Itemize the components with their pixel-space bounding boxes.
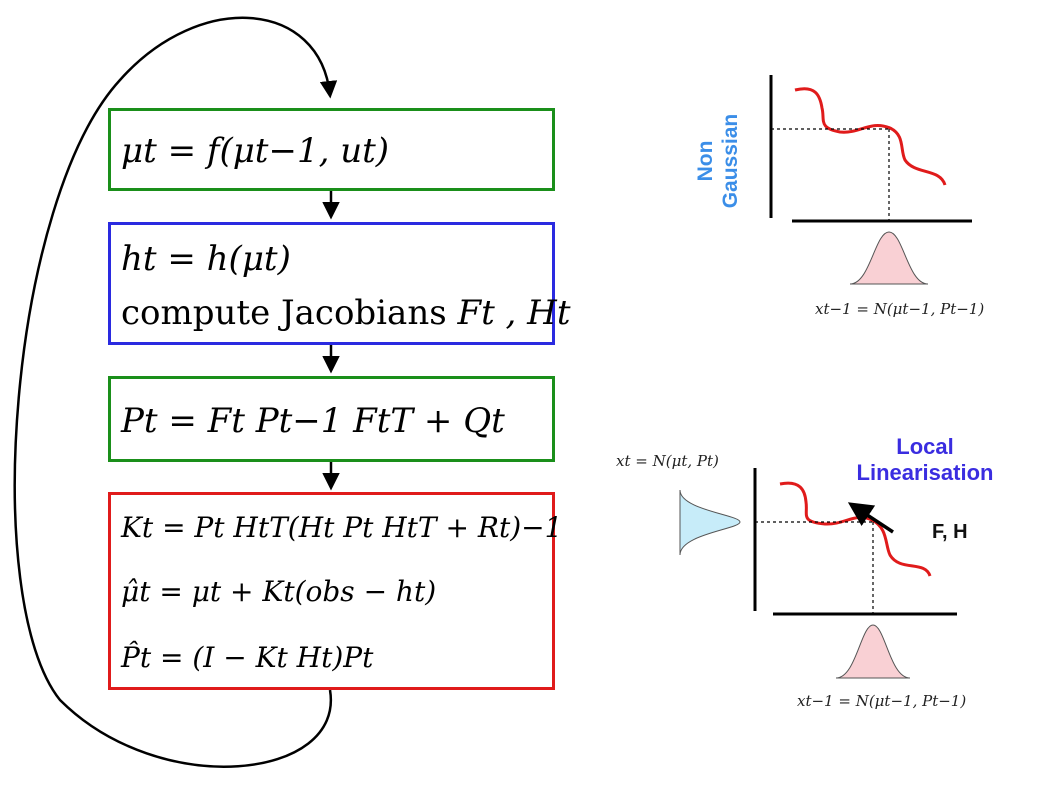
predict-mean-box: μt = f(μt−1, ut) [108, 108, 555, 191]
kalman-gain-equation: Kt = Pt HtT(Ht Pt HtT + Rt)−1 [121, 511, 563, 544]
measurement-box: ht = h(μt) compute Jacobians Ft , Ht [108, 222, 571, 345]
predict-cov-box: Pt = Ft Pt−1 FtT + Qt [108, 376, 555, 462]
local-linearisation-line2: Linearisation [856, 460, 994, 485]
jacobian-arrow-label: F, H [932, 521, 968, 543]
cov-update-equation: P̂t = (I − Kt Ht)Pt [121, 641, 374, 674]
bottom-input-gaussian [835, 624, 911, 679]
tangent-arrow [847, 502, 894, 534]
top-input-dist-label: xt−1 = N(μt−1, Pt−1) [815, 300, 985, 318]
bottom-input-dist-label: xt−1 = N(μt−1, Pt−1) [797, 692, 967, 710]
jacobian-symbols: Ft , Ht [457, 293, 571, 333]
bottom-panel [679, 468, 957, 679]
loop-back-arrow [13, 16, 338, 768]
top-nonlinear-curve [794, 87, 947, 186]
non-gaussian-label: Non Gaussian [694, 96, 746, 226]
output-gaussian [679, 489, 741, 556]
local-linearisation-title: Local Linearisation [850, 434, 1000, 486]
top-input-gaussian [849, 231, 929, 285]
predict-cov-equation: Pt = Ft Pt−1 FtT + Qt [121, 401, 505, 441]
output-dist-label: xt = N(μt, Pt) [616, 452, 719, 470]
predict-mean-equation: μt = f(μt−1, ut) [121, 131, 390, 171]
jacobian-line: compute Jacobians Ft , Ht [121, 293, 571, 333]
update-box: Kt = Pt HtT(Ht Pt HtT + Rt)−1 μ̂t = μt +… [108, 492, 562, 690]
measurement-equation: ht = h(μt) [121, 239, 291, 279]
mean-update-equation: μ̂t = μt + Kt(obs − ht) [121, 575, 437, 608]
bottom-nonlinear-curve [779, 481, 932, 577]
local-linearisation-line1: Local [896, 434, 954, 459]
non-gaussian-line2: Gaussian [719, 113, 742, 209]
jacobian-text: compute Jacobians [121, 293, 447, 333]
top-panel [769, 75, 972, 285]
non-gaussian-line1: Non [694, 140, 717, 182]
